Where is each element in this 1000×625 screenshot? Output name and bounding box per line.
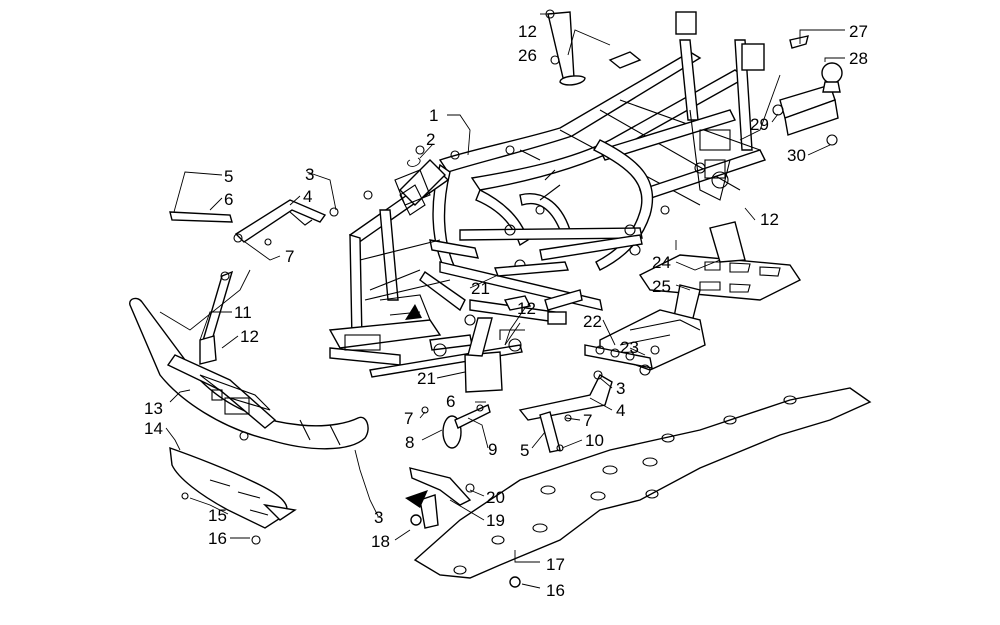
callout-18: 18	[371, 532, 390, 551]
center-small-parts	[405, 404, 491, 529]
callout-4: 4	[303, 187, 312, 206]
main-frame	[328, 11, 766, 393]
callout-8: 8	[405, 433, 414, 452]
rear-rack-support	[545, 9, 586, 86]
callout-12: 12	[240, 327, 259, 346]
callout-6: 6	[224, 190, 233, 209]
leader-lines	[159, 13, 845, 589]
callout-23: 23	[620, 338, 639, 357]
callout-28: 28	[849, 49, 868, 68]
callout-14: 14	[144, 419, 163, 438]
callout-29: 29	[750, 115, 769, 134]
callout-4-right: 4	[616, 401, 625, 420]
callout-6-center: 6	[446, 392, 455, 411]
callout-7: 7	[285, 247, 294, 266]
callout-21: 21	[471, 279, 490, 298]
callout-21-lower: 21	[417, 369, 436, 388]
callout-5-right: 5	[520, 441, 529, 460]
callout-26: 26	[518, 46, 537, 65]
callout-1: 1	[429, 106, 438, 125]
callout-25: 25	[652, 277, 671, 296]
callout-2: 2	[426, 130, 435, 149]
callout-20: 20	[486, 488, 505, 507]
front-skid-plate	[169, 446, 297, 545]
callout-13: 13	[144, 399, 163, 418]
callout-7-center: 7	[404, 409, 413, 428]
callout-27: 27	[849, 22, 868, 41]
callout-12-center: 12	[517, 299, 536, 318]
callout-24: 24	[652, 253, 671, 272]
callout-labels: 1 2 3 4 5 6 7 11 12 13 14 15 16 3 18 21 …	[144, 22, 868, 600]
rear-right-bracket	[518, 370, 613, 453]
callout-30: 30	[787, 146, 806, 165]
callout-16-lower: 16	[546, 581, 565, 600]
callout-7-right: 7	[583, 411, 592, 430]
callout-16: 16	[208, 529, 227, 548]
callout-19: 19	[486, 511, 505, 530]
main-skid-plate	[413, 387, 872, 588]
right-footrest	[584, 221, 802, 376]
callout-12-right: 12	[760, 210, 779, 229]
callout-11: 11	[234, 303, 252, 322]
tow-hitch	[772, 35, 843, 146]
callout-10: 10	[585, 431, 604, 450]
callout-12-top: 12	[518, 22, 537, 41]
callout-3: 3	[305, 165, 314, 184]
callout-22: 22	[583, 312, 602, 331]
front-left-bracket	[169, 199, 339, 246]
callout-17: 17	[546, 555, 565, 574]
callout-5: 5	[224, 167, 233, 186]
callout-9: 9	[488, 440, 497, 459]
front-bumper	[129, 297, 369, 450]
callout-3-right: 3	[616, 379, 625, 398]
callout-3-lower: 3	[374, 508, 383, 527]
callout-15: 15	[208, 506, 227, 525]
